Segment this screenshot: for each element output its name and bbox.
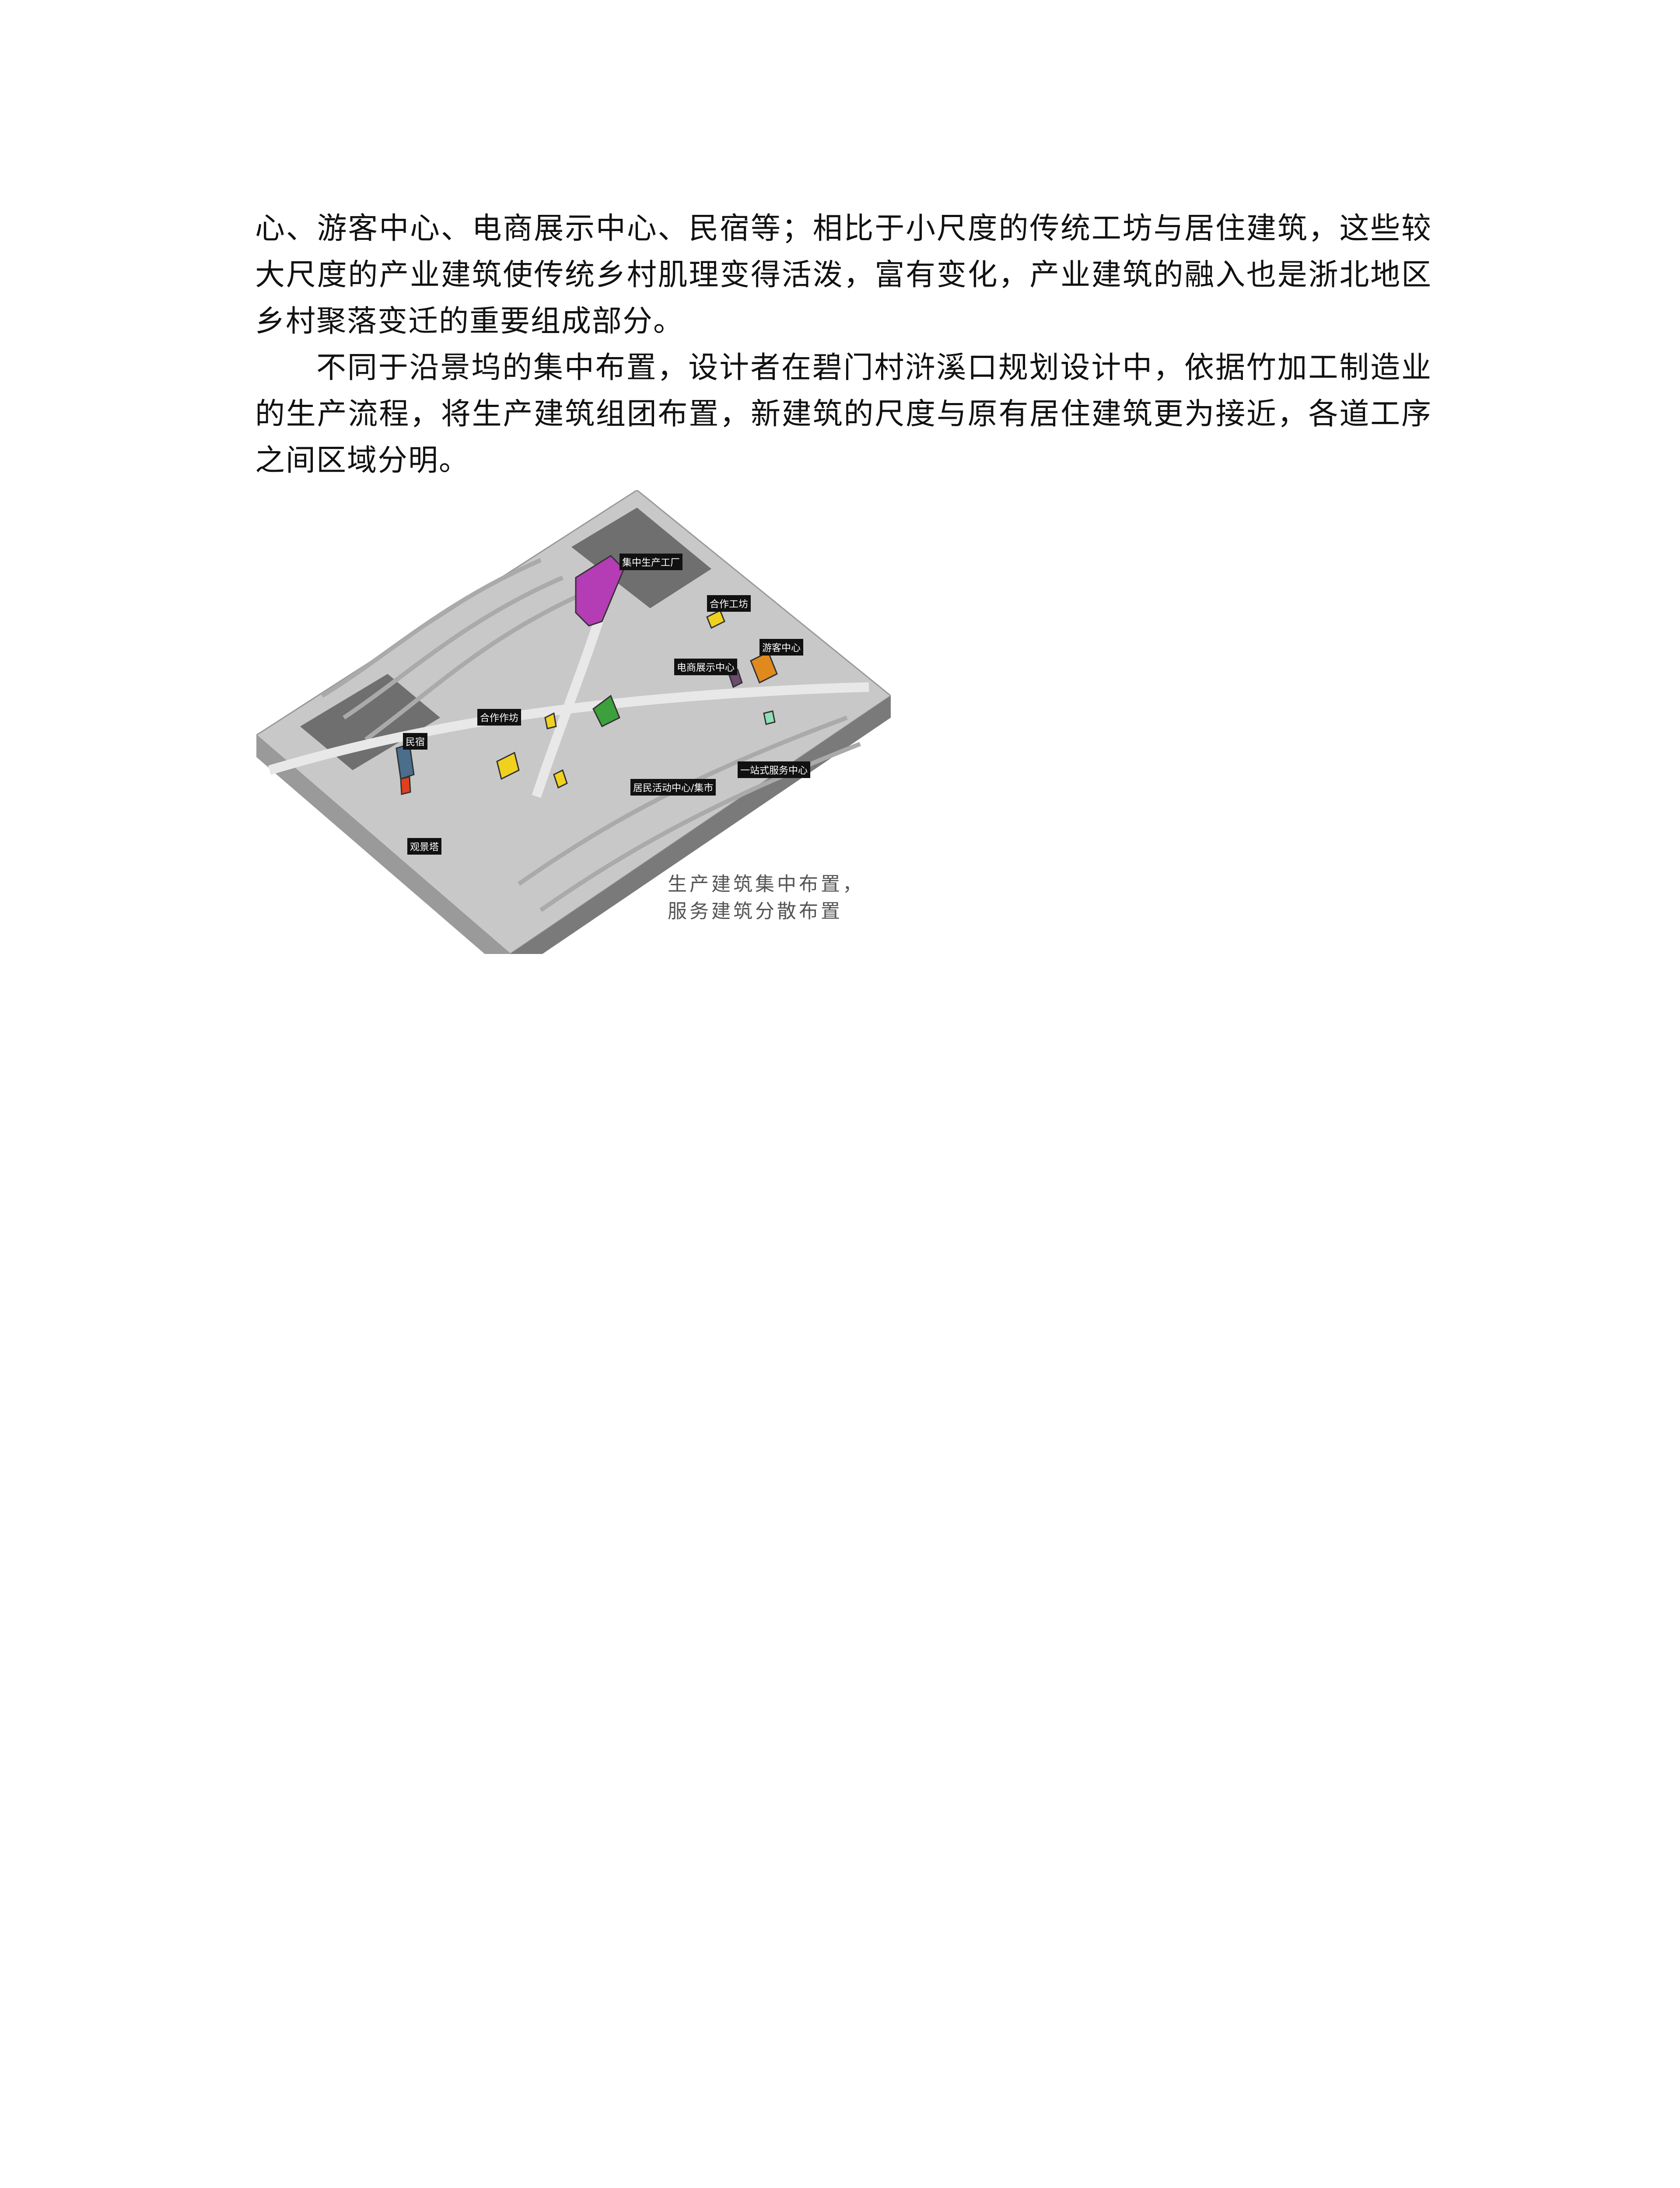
label-visitor-center: 游客中心: [760, 639, 804, 656]
label-service-center: 一站式服务中心: [738, 761, 811, 778]
label-viewing-tower: 观景塔: [407, 838, 442, 855]
label-cooperative-workshop: 合作工坊: [707, 595, 751, 612]
model-note: 生产建筑集中布置， 服务建筑分散布置: [668, 871, 864, 925]
label-ecommerce-center: 电商展示中心: [674, 659, 738, 675]
figure-4-3-right-diagram: [932, 503, 1439, 980]
label-cooperative-mill: 合作作坊: [477, 709, 522, 726]
model-note-line-1: 生产建筑集中布置，: [668, 873, 864, 895]
figure-4-3-left-model: 集中生产工厂 合作工坊 游客中心 电商展示中心 合作作坊 民宿 一站式服务中心 …: [256, 490, 891, 954]
label-factory: 集中生产工厂: [620, 554, 683, 570]
model-note-line-2: 服务建筑分散布置: [668, 900, 843, 922]
body-paragraph-2: 不同于沿景坞的集中布置，设计者在碧门村浒溪口规划设计中，依据竹加工制造业的生产流…: [255, 351, 1432, 478]
label-homestay: 民宿: [403, 733, 428, 750]
body-paragraph-1: 心、游客中心、电商展示中心、民宿等；相比于小尺度的传统工坊与居住建筑，这些较大尺…: [255, 211, 1432, 339]
label-community-center: 居民活动中心/集市: [630, 779, 716, 796]
